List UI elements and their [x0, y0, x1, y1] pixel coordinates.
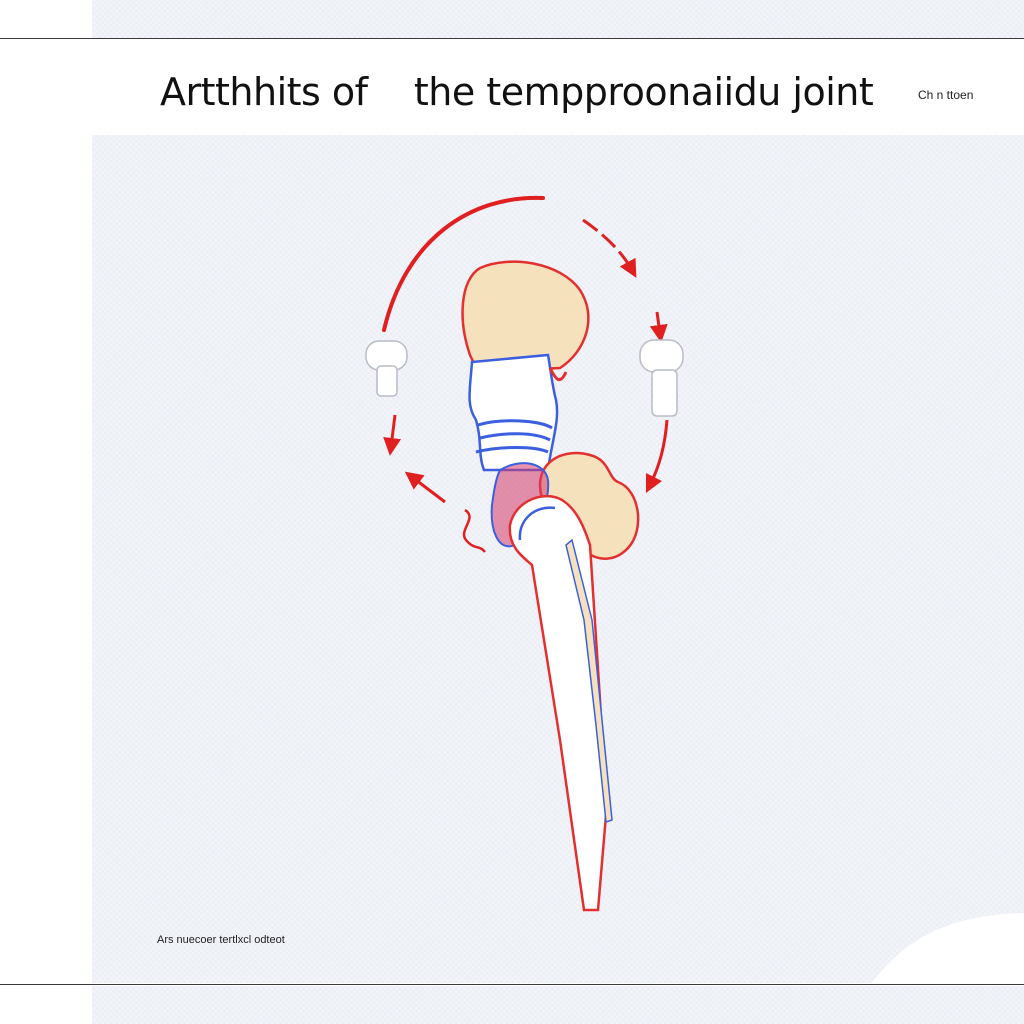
joint-marker-icon — [365, 340, 408, 397]
page-curl-decoration — [870, 913, 1024, 985]
joint-inflammation-upper — [548, 367, 568, 382]
shaft-outline-blue — [518, 506, 556, 541]
upper-bone-neck — [468, 353, 559, 472]
top-band — [92, 0, 1024, 38]
motion-arrow-right-small — [649, 311, 668, 343]
corner-label: Ch n ttoen — [918, 88, 974, 102]
motion-arrow-right-lower — [645, 419, 669, 494]
joint-marker-icon — [639, 339, 684, 417]
motion-arrow-top-right — [582, 218, 637, 278]
motion-arrow-left-lower — [404, 471, 446, 504]
ligament-coil — [475, 419, 553, 454]
long-bone-shaft — [508, 494, 608, 912]
motion-arc-top — [382, 195, 545, 332]
bottom-band — [92, 986, 1024, 1024]
top-divider — [0, 38, 1024, 39]
page-title: Artthhits of the tempproonaiidu joint — [160, 70, 874, 114]
bottom-divider — [0, 984, 1024, 985]
upper-bone-head — [461, 260, 590, 374]
motion-arrow-left-upper — [383, 414, 402, 456]
motion-squiggle — [462, 508, 487, 553]
figure-caption: Ars nuecoer tertlxcl odteot — [157, 934, 285, 946]
shaft-cortex — [565, 538, 613, 824]
